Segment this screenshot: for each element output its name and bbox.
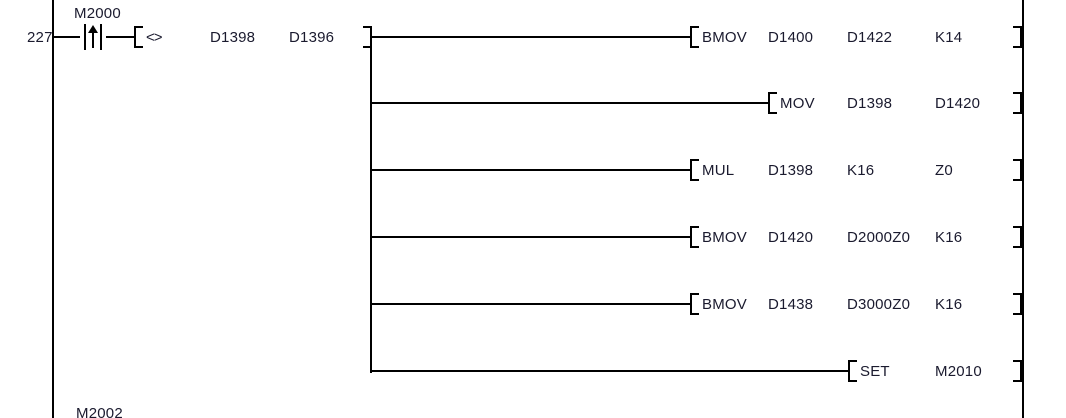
- right-power-rail: [1022, 0, 1024, 418]
- step-number: 227: [27, 29, 53, 46]
- rung-wire-left: [52, 36, 80, 38]
- compare-operand-2: D1396: [289, 29, 335, 46]
- instruction-bracket-close-3: [1013, 159, 1022, 181]
- instruction-operand-5-1: D1438: [768, 296, 814, 313]
- branch-wire-4: [372, 236, 690, 238]
- left-power-rail: [52, 0, 54, 418]
- compare-bracket-open: [134, 26, 143, 48]
- instruction-operand-3-3: Z0: [935, 162, 953, 179]
- instruction-operand-3-1: D1398: [768, 162, 814, 179]
- instruction-operand-4-1: D1420: [768, 229, 814, 246]
- instruction-bracket-close-5: [1013, 293, 1022, 315]
- compare-operator: <>: [146, 29, 163, 46]
- instruction-operand-1-2: D1422: [847, 29, 893, 46]
- instruction-operand-5-2: D3000Z0: [847, 296, 911, 313]
- instruction-bracket-open-1: [690, 26, 699, 48]
- contact-device-label: M2000: [74, 5, 121, 22]
- branch-wire-1: [372, 36, 690, 38]
- next-rung-device-label: M2002: [76, 405, 123, 418]
- instruction-mnemonic-4: BMOV: [702, 229, 747, 246]
- instruction-mnemonic-2: MOV: [780, 95, 815, 112]
- instruction-mnemonic-3: MUL: [702, 162, 735, 179]
- instruction-bracket-close-4: [1013, 226, 1022, 248]
- instruction-operand-1-3: K14: [935, 29, 963, 46]
- instruction-bracket-close-6: [1013, 360, 1022, 382]
- instruction-operand-2-1: D1398: [847, 95, 893, 112]
- branch-wire-5: [372, 303, 690, 305]
- instruction-bracket-close-1: [1013, 26, 1022, 48]
- compare-operand-1: D1398: [210, 29, 256, 46]
- instruction-operand-4-3: K16: [935, 229, 963, 246]
- instruction-mnemonic-5: BMOV: [702, 296, 747, 313]
- instruction-bracket-open-3: [690, 159, 699, 181]
- instruction-bracket-close-2: [1013, 92, 1022, 114]
- branch-bus-vertical: [370, 36, 372, 373]
- instruction-operand-3-2: K16: [847, 162, 875, 179]
- instruction-mnemonic-1: BMOV: [702, 29, 747, 46]
- instruction-bracket-open-6: [848, 360, 857, 382]
- instruction-bracket-open-2: [768, 92, 777, 114]
- instruction-operand-2-2: D1420: [935, 95, 981, 112]
- instruction-operand-6-1: M2010: [935, 363, 982, 380]
- instruction-mnemonic-6: SET: [860, 363, 890, 380]
- instruction-operand-1-1: D1400: [768, 29, 814, 46]
- rung-wire-contact-to-compare: [106, 36, 134, 38]
- rising-edge-contact-icon[interactable]: [80, 24, 106, 50]
- branch-wire-2: [372, 102, 768, 104]
- branch-wire-3: [372, 169, 690, 171]
- instruction-operand-5-3: K16: [935, 296, 963, 313]
- branch-wire-6: [372, 370, 848, 372]
- instruction-bracket-open-4: [690, 226, 699, 248]
- instruction-operand-4-2: D2000Z0: [847, 229, 911, 246]
- instruction-bracket-open-5: [690, 293, 699, 315]
